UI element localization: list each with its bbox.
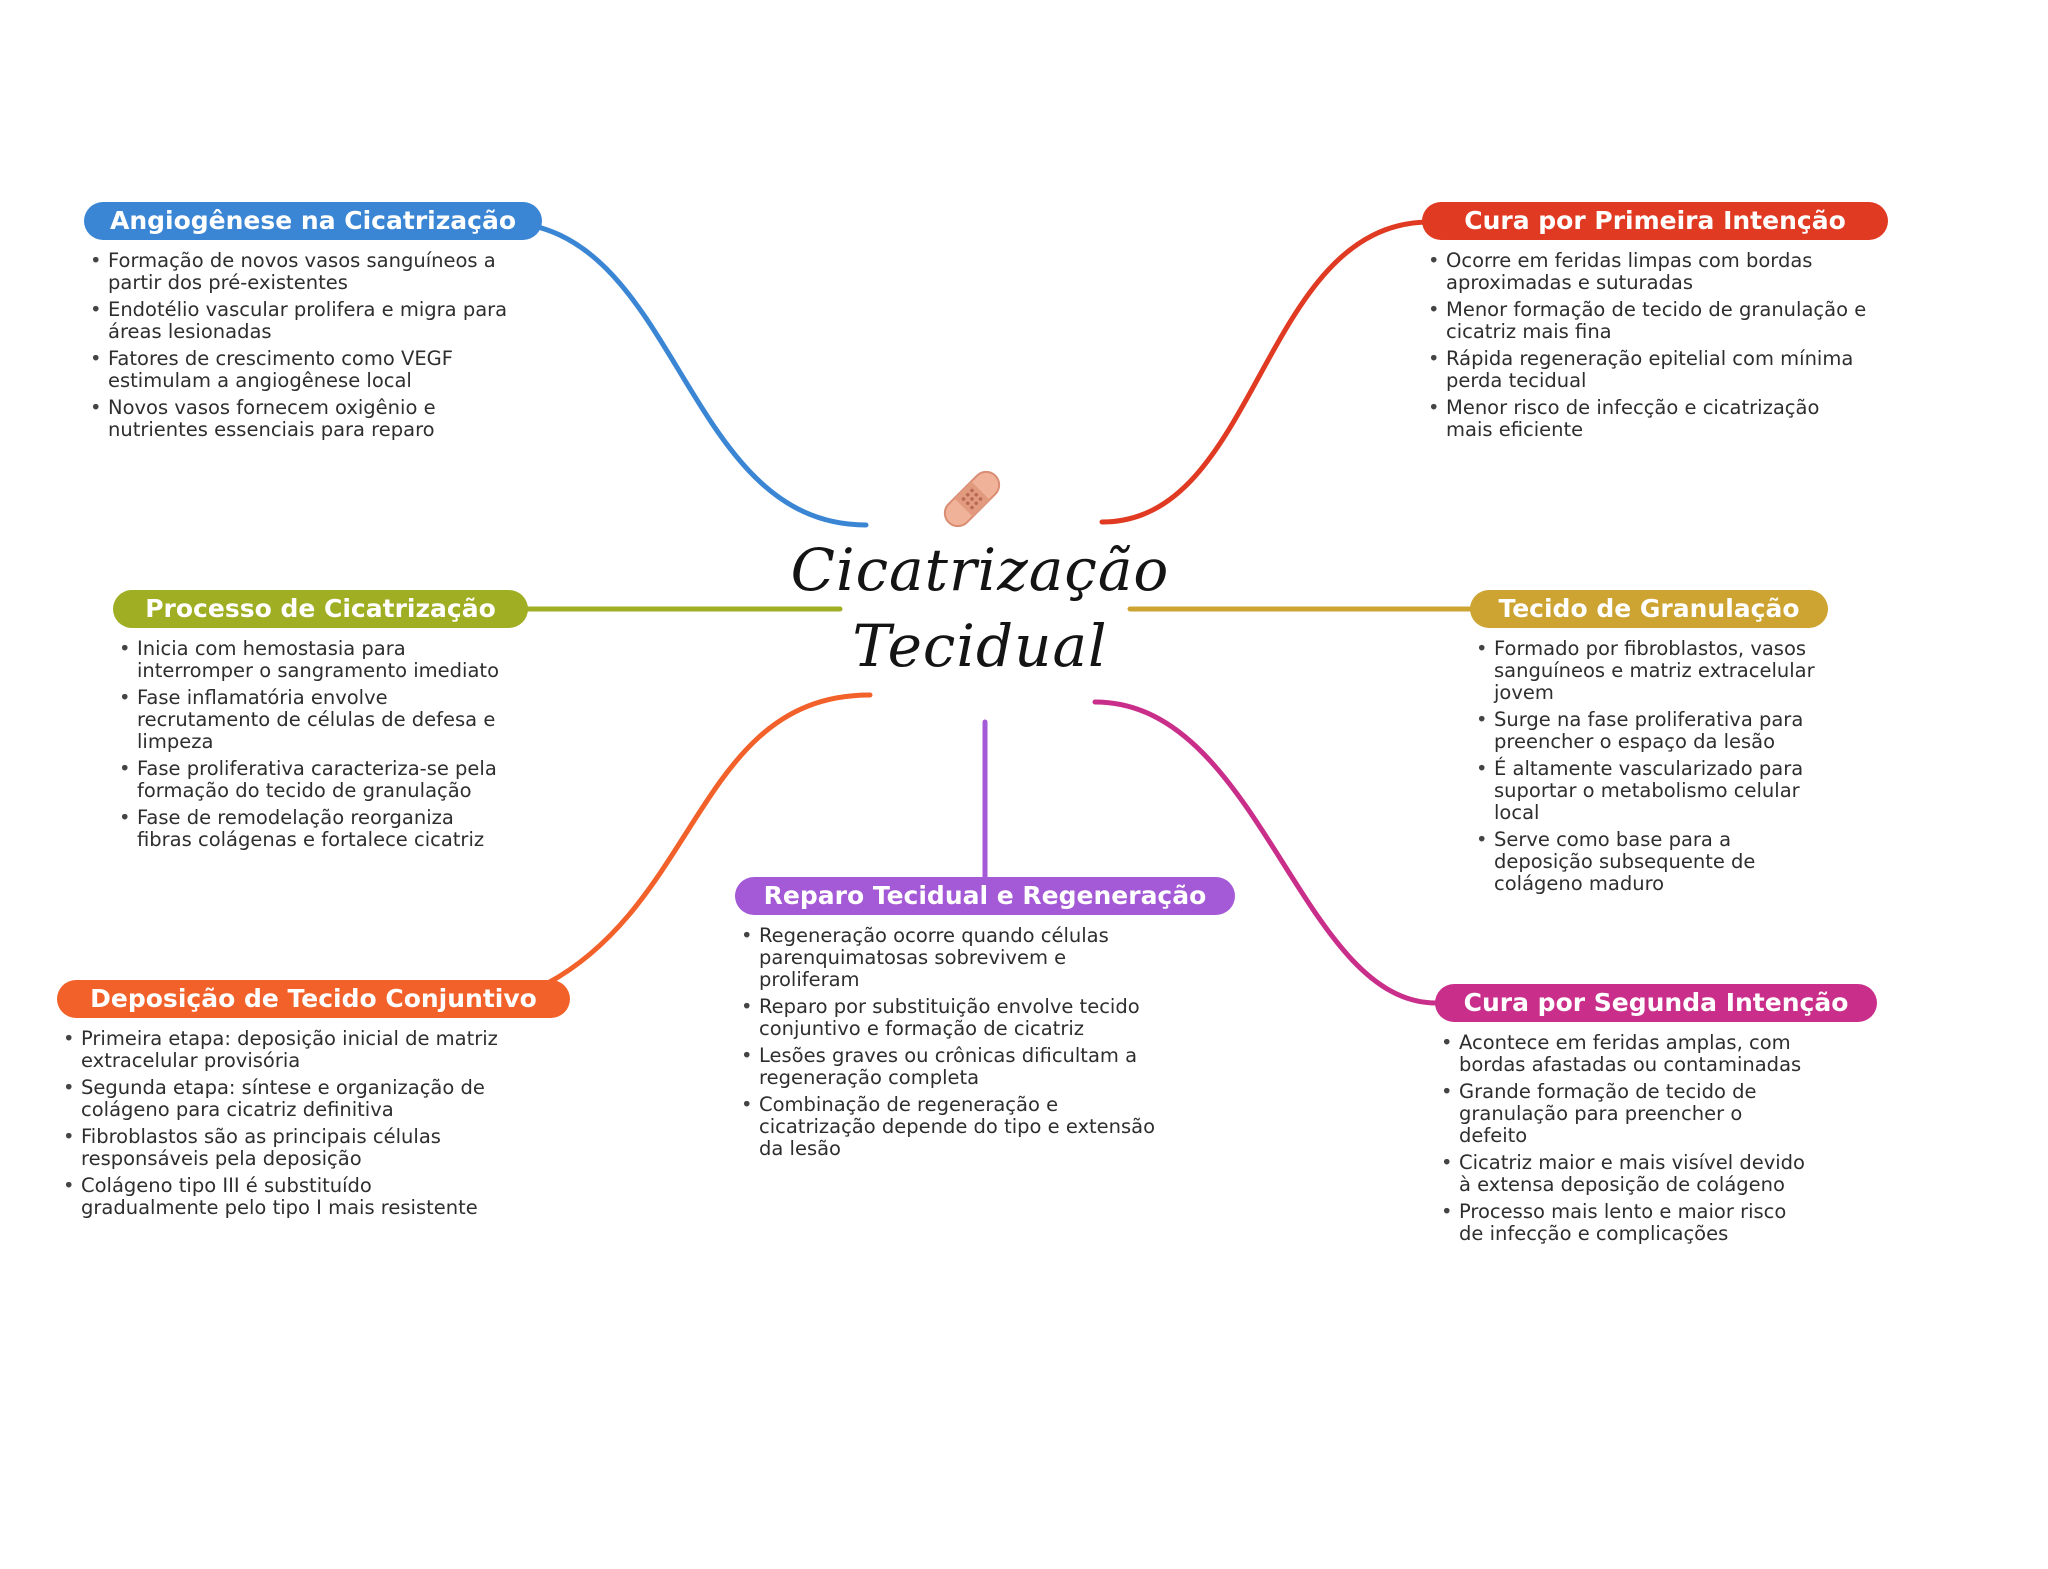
list-item: Novos vasos fornecem oxigênio e nutrient… (84, 397, 524, 441)
list-item: Menor formação de tecido de granulação e… (1422, 299, 1872, 343)
list-item: Reparo por substituição envolve tecido c… (735, 996, 1165, 1040)
branch-items-segunda-intencao: Acontece em feridas amplas, com bordas a… (1435, 1032, 1815, 1245)
branch-items-reparo: Regeneração ocorre quando células parenq… (735, 925, 1165, 1160)
list-item: Fatores de crescimento como VEGF estimul… (84, 348, 524, 392)
branch-items-primeira-intencao: Ocorre em feridas limpas com bordas apro… (1422, 250, 1872, 441)
branch-primeira-intencao: Cura por Primeira Intenção Ocorre em fer… (1422, 202, 1888, 446)
branch-granulacao: Tecido de Granulação Formado por fibrobl… (1470, 590, 1830, 900)
branch-title-granulacao[interactable]: Tecido de Granulação (1470, 590, 1828, 628)
list-item: Processo mais lento e maior risco de inf… (1435, 1201, 1815, 1245)
list-item: Inicia com hemostasia para interromper o… (113, 638, 513, 682)
list-item: Segunda etapa: síntese e organização de … (57, 1077, 507, 1121)
central-topic-line2: Tecidual (852, 612, 1108, 680)
list-item: Formado por fibroblastos, vasos sanguíne… (1470, 638, 1830, 704)
branch-items-processo: Inicia com hemostasia para interromper o… (113, 638, 513, 851)
branch-title-primeira-intencao[interactable]: Cura por Primeira Intenção (1422, 202, 1888, 240)
list-item: Lesões graves ou crônicas dificultam a r… (735, 1045, 1165, 1089)
list-item: Cicatriz maior e mais visível devido à e… (1435, 1152, 1815, 1196)
branch-segunda-intencao: Cura por Segunda Intenção Acontece em fe… (1435, 984, 1877, 1250)
list-item: Fibroblastos são as principais células r… (57, 1126, 507, 1170)
connector-deposicao (545, 692, 873, 986)
branch-title-deposicao[interactable]: Deposição de Tecido Conjuntivo (57, 980, 570, 1018)
branch-items-deposicao: Primeira etapa: deposição inicial de mat… (57, 1028, 507, 1219)
list-item: Formação de novos vasos sanguíneos a par… (84, 250, 524, 294)
list-item: Acontece em feridas amplas, com bordas a… (1435, 1032, 1815, 1076)
connector-primeira (1099, 219, 1433, 525)
bandage-icon (943, 470, 1001, 528)
branch-processo: Processo de Cicatrização Inicia com hemo… (113, 590, 528, 856)
branch-items-angiogenese: Formação de novos vasos sanguíneos a par… (84, 250, 524, 441)
list-item: Ocorre em feridas limpas com bordas apro… (1422, 250, 1872, 294)
list-item: Combinação de regeneração e cicatrização… (735, 1094, 1165, 1160)
list-item: Fase de remodelação reorganiza fibras co… (113, 807, 513, 851)
branch-title-segunda-intencao[interactable]: Cura por Segunda Intenção (1435, 984, 1877, 1022)
central-topic-line1: Cicatrização (790, 536, 1170, 604)
branch-title-reparo[interactable]: Reparo Tecidual e Regeneração (735, 877, 1235, 915)
list-item: Rápida regeneração epitelial com mínima … (1422, 348, 1872, 392)
list-item: Grande formação de tecido de granulação … (1435, 1081, 1815, 1147)
connector-segunda (1092, 699, 1439, 1006)
list-item: Serve como base para a deposição subsequ… (1470, 829, 1830, 895)
list-item: É altamente vascularizado para suportar … (1470, 758, 1830, 824)
list-item: Fase proliferativa caracteriza-se pela f… (113, 758, 513, 802)
list-item: Endotélio vascular prolifera e migra par… (84, 299, 524, 343)
branch-title-processo[interactable]: Processo de Cicatrização (113, 590, 528, 628)
list-item: Surge na fase proliferativa para preench… (1470, 709, 1830, 753)
central-topic: Cicatrização Tecidual (780, 532, 1180, 684)
branch-title-angiogenese[interactable]: Angiogênese na Cicatrização (84, 202, 542, 240)
branch-angiogenese: Angiogênese na Cicatrização Formação de … (84, 202, 542, 446)
branch-deposicao: Deposição de Tecido Conjuntivo Primeira … (57, 980, 570, 1224)
connector-angiogenese (497, 219, 869, 528)
list-item: Menor risco de infecção e cicatrização m… (1422, 397, 1872, 441)
branch-items-granulacao: Formado por fibroblastos, vasos sanguíne… (1470, 638, 1830, 895)
list-item: Fase inflamatória envolve recrutamento d… (113, 687, 513, 753)
list-item: Colágeno tipo III é substituído gradualm… (57, 1175, 507, 1219)
list-item: Primeira etapa: deposição inicial de mat… (57, 1028, 507, 1072)
list-item: Regeneração ocorre quando células parenq… (735, 925, 1165, 991)
branch-reparo: Reparo Tecidual e Regeneração Regeneraçã… (735, 877, 1235, 1165)
